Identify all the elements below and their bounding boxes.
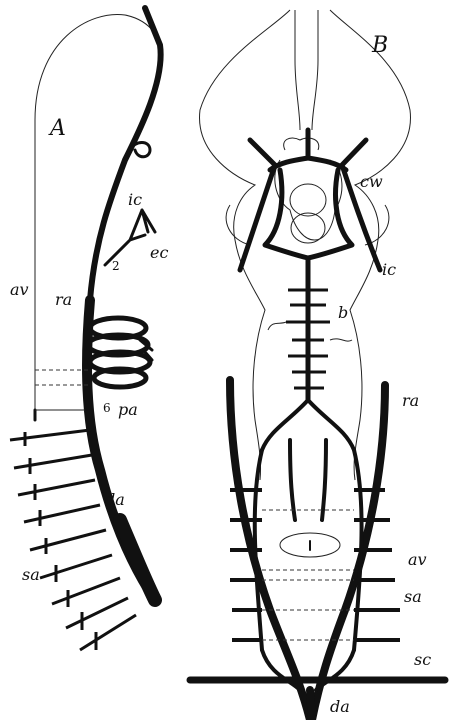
dorsal-aorta-tip bbox=[120, 520, 155, 600]
segmental-artery bbox=[24, 505, 100, 526]
segmental-artery bbox=[80, 615, 136, 650]
circle-of-willis bbox=[240, 130, 380, 270]
segmental-artery bbox=[18, 480, 95, 500]
label-da-b: da bbox=[330, 697, 350, 716]
panel-b-letter: B bbox=[371, 33, 388, 58]
label-sa-b: sa bbox=[404, 587, 422, 606]
panel-a: A ic ec 2 ra av 6 pa da sa bbox=[10, 8, 168, 650]
basilar-split bbox=[262, 400, 354, 450]
panel-a-letter: A bbox=[48, 116, 66, 141]
label-sc: sc bbox=[414, 650, 431, 669]
external-carotid bbox=[105, 210, 155, 265]
dashed-vessel bbox=[35, 370, 90, 385]
label-av-a: av bbox=[10, 280, 29, 299]
av-loop bbox=[262, 650, 354, 690]
radix-aortae-right bbox=[312, 385, 385, 720]
aortic-arches bbox=[88, 318, 152, 387]
segmental-artery bbox=[10, 430, 90, 446]
segmental-artery bbox=[14, 455, 92, 474]
dorsal-aorta-b bbox=[310, 690, 312, 720]
label-av-b: av bbox=[408, 550, 427, 569]
label-ra-b: ra bbox=[402, 391, 419, 410]
label-da-a: da bbox=[105, 490, 125, 509]
label-pa-a: pa bbox=[118, 400, 138, 419]
segmental-artery bbox=[52, 578, 120, 607]
label-cw: cw bbox=[360, 172, 383, 191]
label-ic-b: ic bbox=[382, 260, 396, 279]
midline-tube bbox=[295, 10, 318, 130]
eye-cup bbox=[290, 184, 326, 216]
label-ra-a: ra bbox=[55, 290, 72, 309]
panel-b: B cw ic b ra av sa sc da bbox=[190, 10, 445, 720]
segmental-arteries bbox=[10, 430, 136, 650]
basilar-branches bbox=[286, 290, 330, 388]
label-ec-a: ec bbox=[150, 243, 168, 262]
label-sa-a: sa bbox=[22, 565, 40, 584]
segmental-artery bbox=[30, 530, 106, 554]
arch-number-last: 6 bbox=[103, 401, 111, 415]
segmental-artery bbox=[40, 555, 112, 582]
label-ic-a: ic bbox=[128, 190, 142, 209]
label-b: b bbox=[338, 303, 348, 322]
arch-number-first: 2 bbox=[112, 259, 120, 273]
